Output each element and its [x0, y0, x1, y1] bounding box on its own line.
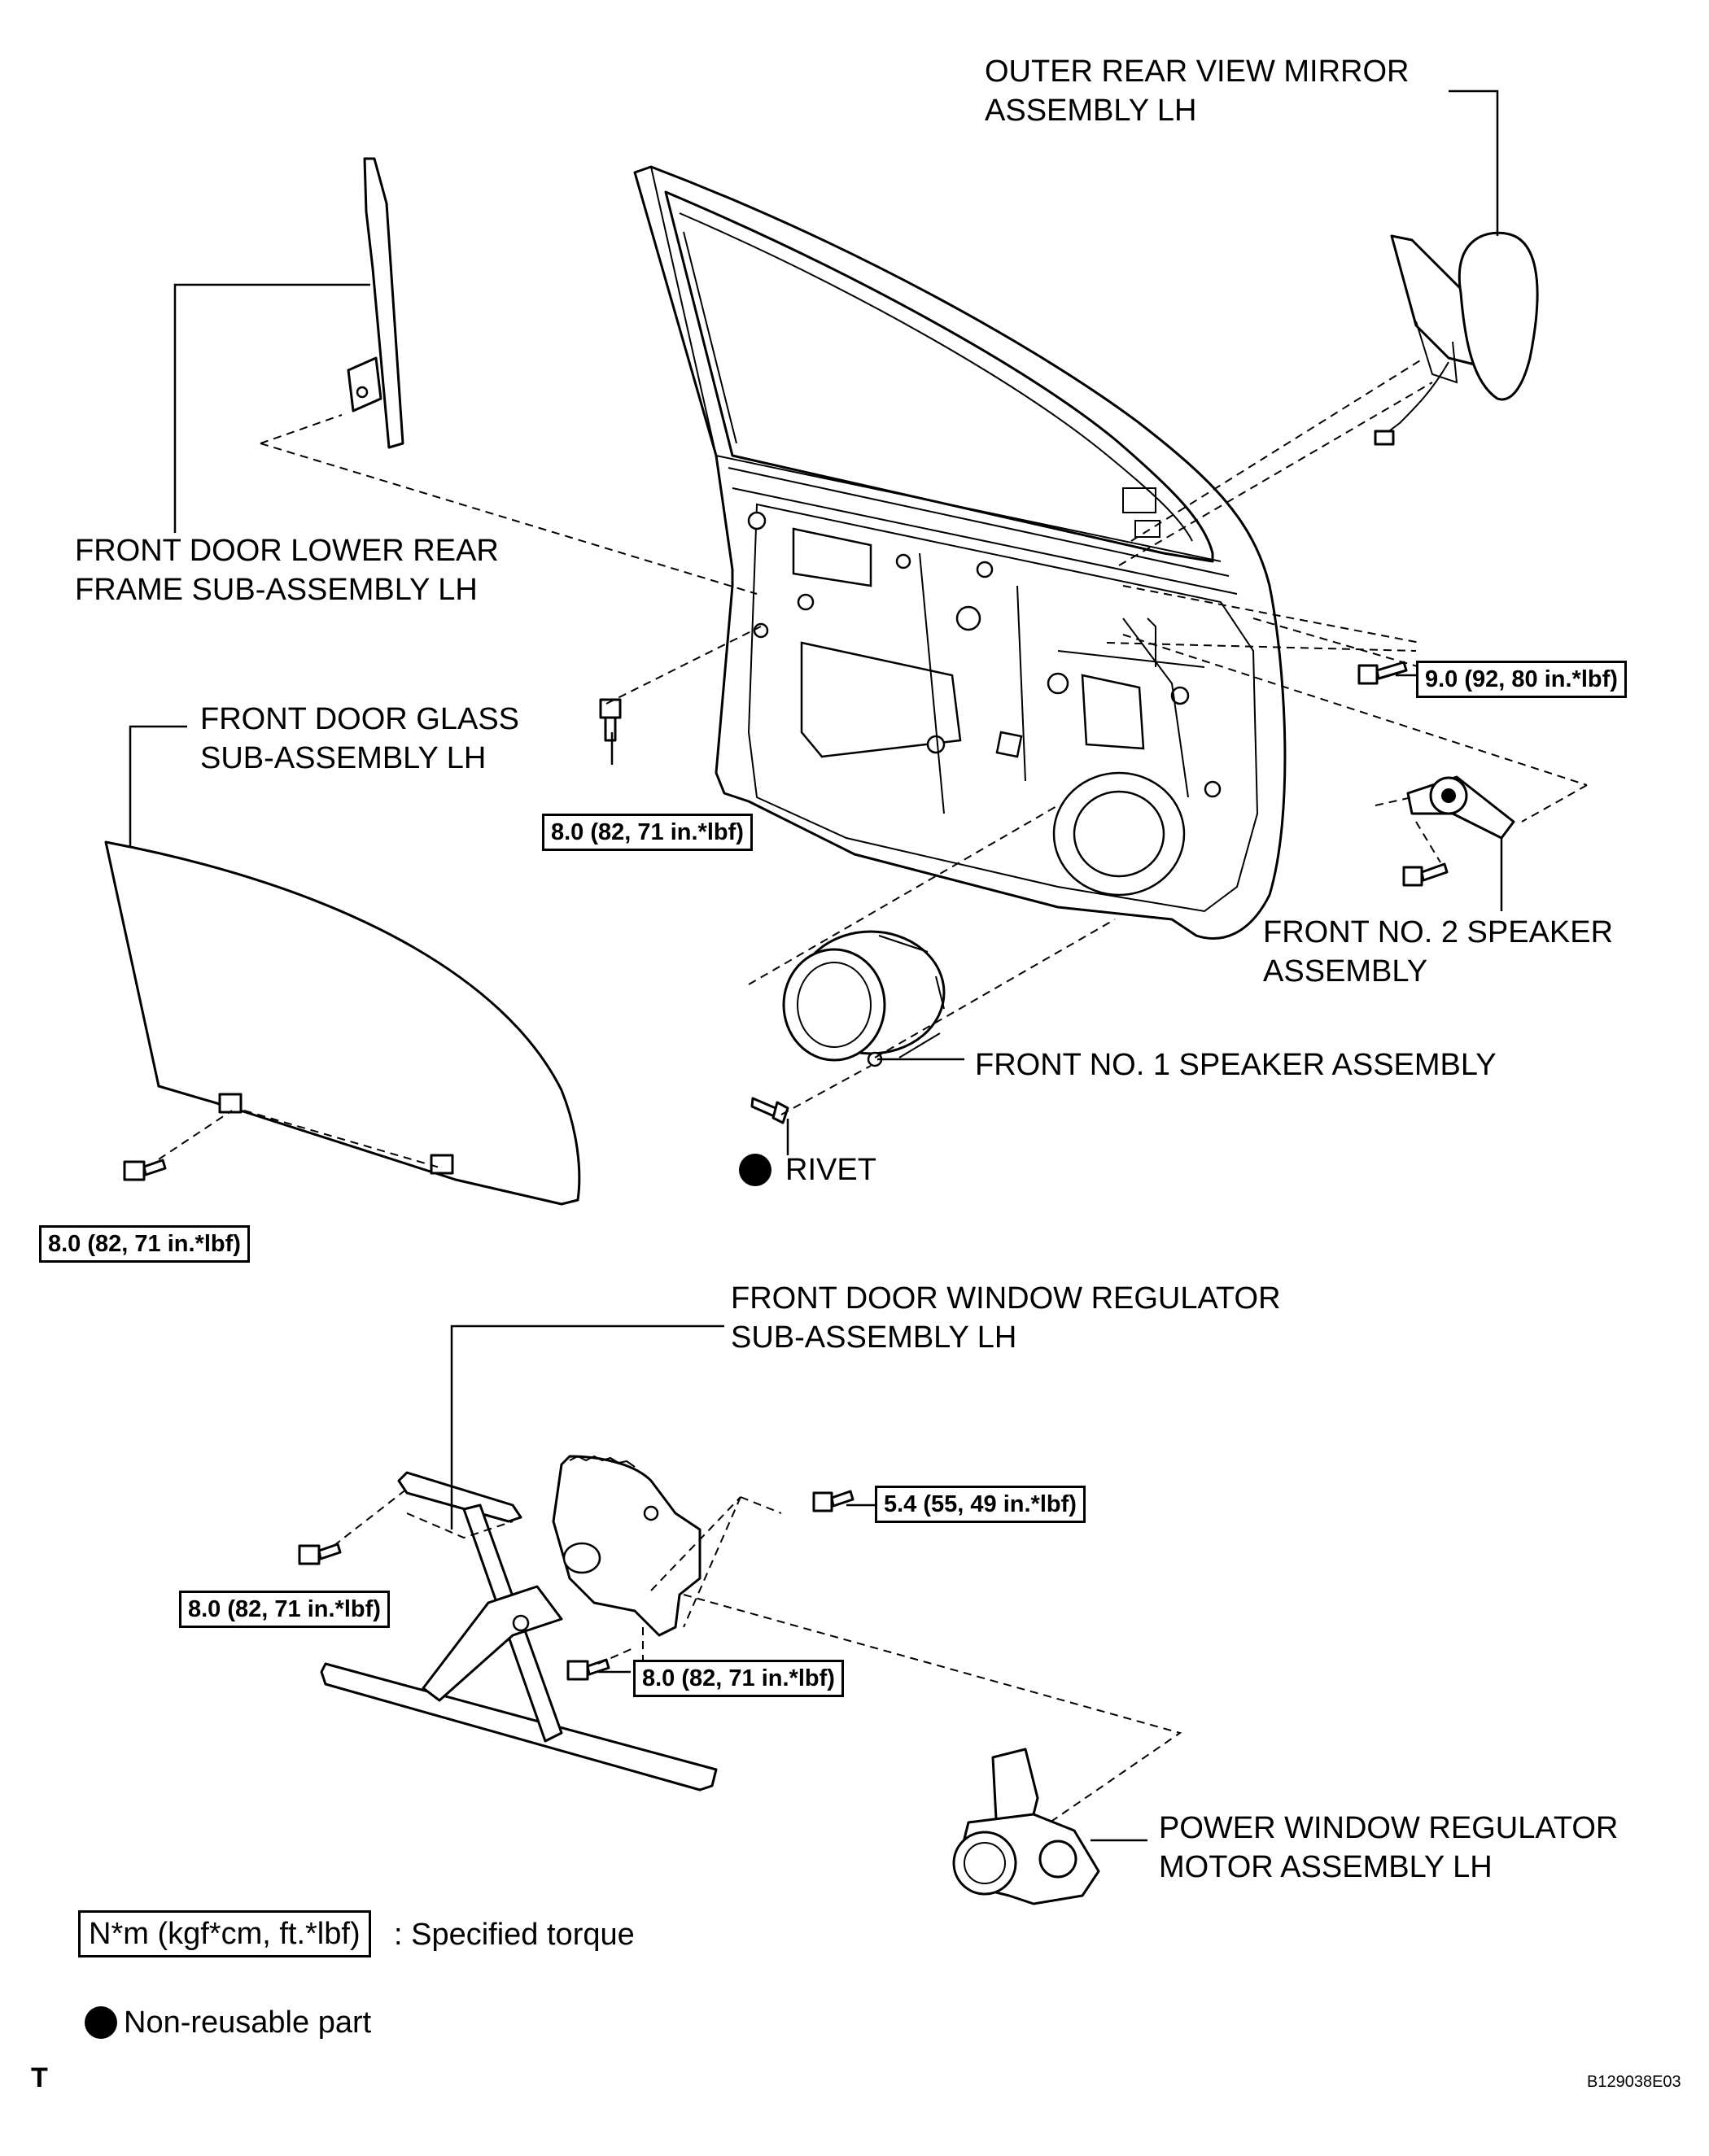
label-speaker-no2: FRONT NO. 2 SPEAKER ASSEMBLY	[1263, 913, 1613, 991]
torque-regulator-bottom: 8.0 (82, 71 in.*lbf)	[633, 1660, 844, 1697]
label-frame-line1: FRONT DOOR LOWER REAR	[75, 534, 499, 568]
legend-torque-unit: N*m (kgf*cm, ft.*lbf)	[78, 1910, 371, 1957]
label-mirror-line2: ASSEMBLY LH	[985, 94, 1197, 128]
label-rivet: RIVET	[785, 1153, 876, 1187]
label-window-regulator: FRONT DOOR WINDOW REGULATOR SUB-ASSEMBLY…	[731, 1279, 1281, 1357]
corner-mark: T	[31, 2062, 48, 2093]
legend-non-reusable-icon	[85, 2006, 117, 2039]
label-mirror-line1: OUTER REAR VIEW MIRROR	[985, 55, 1410, 89]
outer-rear-view-mirror	[1374, 231, 1539, 446]
front-no-1-speaker	[782, 930, 946, 1067]
front-door-panel	[633, 165, 1287, 940]
label-speaker-no1: FRONT NO. 1 SPEAKER ASSEMBLY	[975, 1048, 1497, 1082]
label-motor-line1: POWER WINDOW REGULATOR	[1159, 1811, 1619, 1845]
torque-glass: 8.0 (82, 71 in.*lbf)	[39, 1225, 250, 1263]
front-door-glass	[104, 840, 581, 1206]
label-speaker2-line1: FRONT NO. 2 SPEAKER	[1263, 915, 1614, 949]
label-door-glass: FRONT DOOR GLASS SUB-ASSEMBLY LH	[200, 700, 519, 778]
label-motor-line2: MOTOR ASSEMBLY LH	[1159, 1850, 1493, 1884]
label-glass-line1: FRONT DOOR GLASS	[200, 702, 520, 736]
torque-regulator-left: 8.0 (82, 71 in.*lbf)	[179, 1591, 390, 1628]
window-regulator	[320, 1455, 718, 1792]
legend-torque-desc: : Specified torque	[394, 1918, 635, 1952]
label-lower-rear-frame: FRONT DOOR LOWER REAR FRAME SUB-ASSEMBLY…	[75, 531, 499, 609]
label-mirror: OUTER REAR VIEW MIRROR ASSEMBLY LH	[985, 52, 1409, 130]
label-regulator-line1: FRONT DOOR WINDOW REGULATOR	[731, 1281, 1281, 1316]
figure-code: B129038E03	[1587, 2073, 1681, 2091]
label-regulator-line2: SUB-ASSEMBLY LH	[731, 1320, 1017, 1355]
leader-lines	[129, 89, 1503, 1842]
non-reusable-icon	[739, 1154, 771, 1186]
label-frame-line2: FRAME SUB-ASSEMBLY LH	[75, 573, 478, 607]
assembly-guide-lines	[158, 357, 1588, 1823]
front-door-lower-rear-frame	[347, 157, 404, 449]
rivet-part	[750, 1097, 789, 1124]
legend-non-reusable-text: Non-reusable part	[124, 2005, 372, 2040]
label-speaker2-line2: ASSEMBLY	[1263, 954, 1428, 989]
torque-door-mirror: 9.0 (92, 80 in.*lbf)	[1416, 661, 1627, 698]
torque-regulator-top: 5.4 (55, 49 in.*lbf)	[875, 1486, 1086, 1523]
front-no-2-speaker	[1406, 775, 1515, 840]
power-window-motor	[952, 1748, 1100, 1905]
bolts	[123, 661, 1449, 1681]
torque-door-frame: 8.0 (82, 71 in.*lbf)	[542, 814, 753, 851]
label-window-motor: POWER WINDOW REGULATOR MOTOR ASSEMBLY LH	[1159, 1809, 1618, 1887]
label-glass-line2: SUB-ASSEMBLY LH	[200, 741, 487, 775]
